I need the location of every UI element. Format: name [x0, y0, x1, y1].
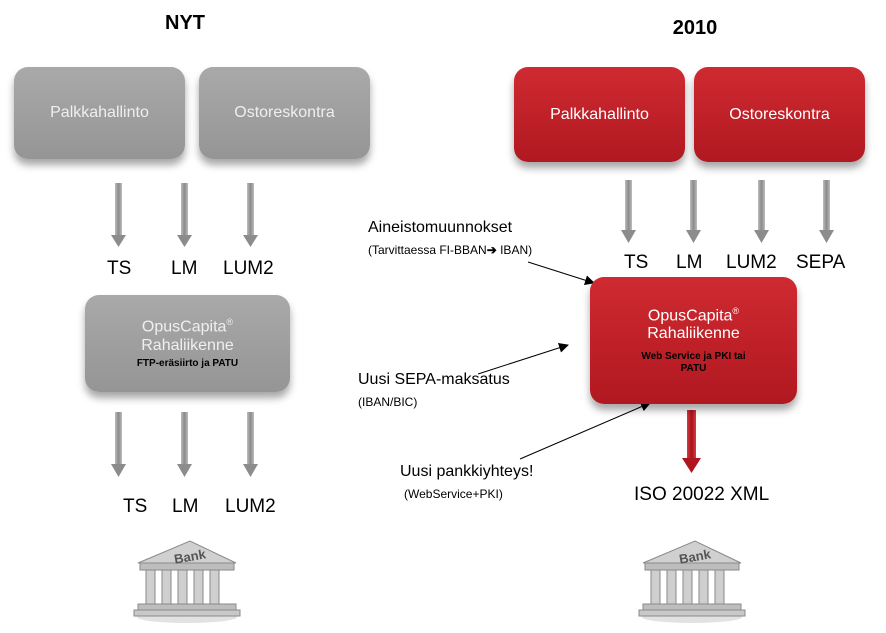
sepa-title: Uusi SEPA-maksatus: [358, 371, 510, 388]
sepa-detail: (IBAN/BIC): [358, 395, 418, 409]
right-top-code-lum2: LUM2: [726, 252, 777, 273]
left-top-code-lum2: LUM2: [223, 258, 274, 279]
left-payroll-box: Palkkahallinto: [14, 67, 185, 159]
left-payables-label: Ostoreskontra: [234, 104, 335, 121]
left-top-code-ts: TS: [107, 258, 132, 279]
conversion-detail: (Tarvittaessa FI-BBAN➔ IBAN): [368, 243, 533, 257]
left-opuscapita-box: OpusCapita® Rahaliikenne FTP-eräsiirto j…: [85, 295, 290, 392]
right-output-format: ISO 20022 XML: [634, 484, 770, 505]
left-bank-icon: Bank: [133, 540, 241, 623]
right-opus-title: OpusCapita®: [647, 305, 740, 325]
right-bank-label: Bank: [678, 546, 713, 566]
left-bottom-arrow-lm: [177, 412, 192, 477]
left-payroll-label: Palkkahallinto: [50, 104, 149, 121]
left-bottom-arrow-lum2: [243, 412, 258, 477]
left-top-arrow-ts: [111, 183, 126, 247]
right-top-arrow-lum2: [754, 180, 769, 243]
left-opus-channel: FTP-eräsiirto ja PATU: [136, 357, 239, 369]
left-bottom-code-lm: LM: [172, 496, 199, 517]
left-top-code-lm: LM: [171, 258, 198, 279]
right-opus-subtitle: Rahaliikenne: [647, 325, 740, 343]
right-payroll-box: Palkkahallinto: [514, 67, 685, 162]
right-arrow-icon: ➔: [486, 243, 497, 257]
right-heading: 2010: [672, 17, 718, 39]
right-top-arrow-sepa: [819, 180, 834, 243]
left-top-arrow-lm: [177, 183, 192, 247]
left-bottom-code-lum2: LUM2: [225, 496, 276, 517]
right-top-code-sepa: SEPA: [796, 252, 846, 273]
bank-connection-pointer: [519, 401, 651, 460]
left-bottom-code-ts: TS: [123, 496, 148, 517]
left-bottom-arrow-ts: [111, 412, 126, 477]
right-bank-icon: Bank: [638, 540, 746, 623]
right-payables-box: Ostoreskontra: [694, 67, 865, 162]
bank-connection-title: Uusi pankkiyhteys!: [400, 463, 534, 480]
right-payroll-label: Palkkahallinto: [550, 105, 649, 123]
conversion-pointer: [527, 261, 595, 286]
right-top-arrow-ts: [621, 180, 636, 243]
right-opus-channel-line1: Web Service ja PKI tai: [641, 351, 746, 363]
right-payables-label: Ostoreskontra: [729, 105, 830, 123]
bank-connection-detail: (WebService+PKI): [404, 487, 503, 501]
left-heading: NYT: [165, 12, 205, 34]
right-opus-channel-line2: PATU: [680, 363, 707, 375]
left-bank-label: Bank: [173, 546, 208, 566]
left-top-arrow-lum2: [243, 183, 258, 247]
right-top-code-ts: TS: [624, 252, 649, 273]
left-opus-subtitle: Rahaliikenne: [141, 336, 234, 354]
right-output-arrow: [682, 410, 701, 473]
left-payables-box: Ostoreskontra: [199, 67, 370, 159]
right-top-code-lm: LM: [676, 252, 703, 273]
left-opus-title: OpusCapita®: [141, 317, 234, 336]
right-top-arrow-lm: [686, 180, 701, 243]
conversion-title: Aineistomuunnokset: [368, 219, 513, 236]
sepa-pointer: [477, 343, 569, 375]
right-opuscapita-box: OpusCapita® Rahaliikenne Web Service ja …: [590, 277, 797, 404]
